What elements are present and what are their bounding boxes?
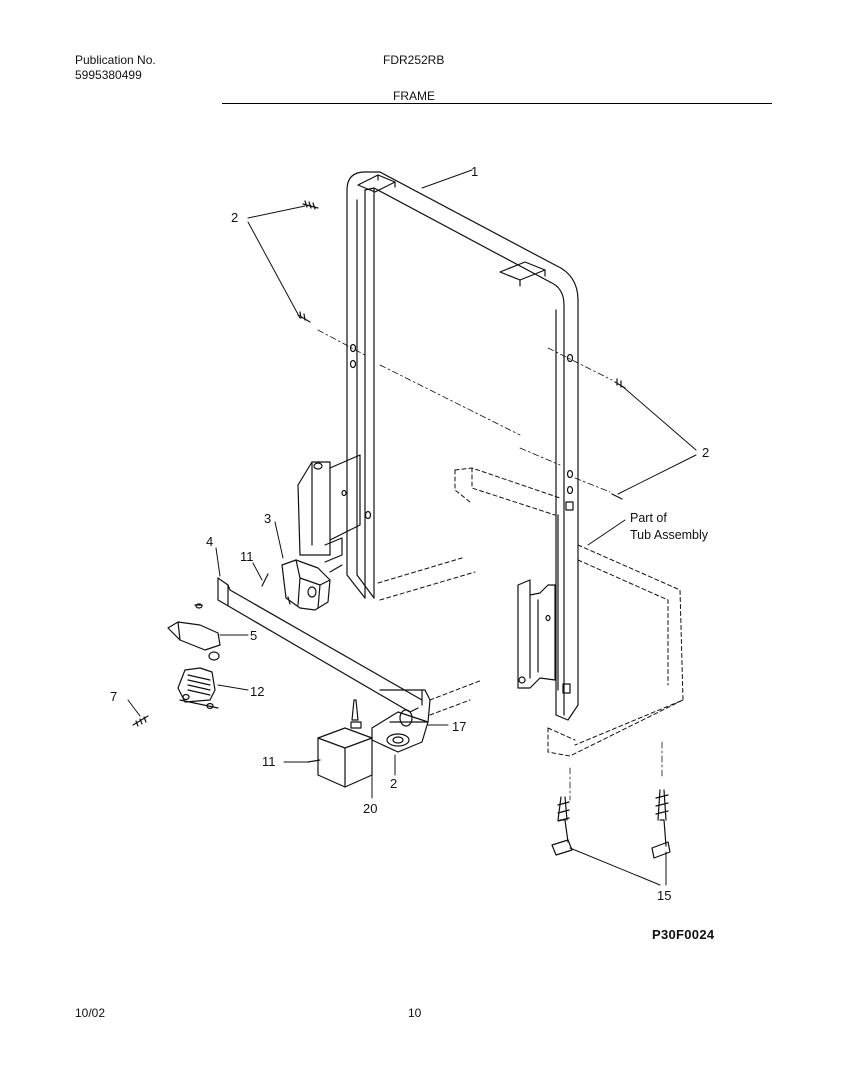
leader-lines [127, 169, 697, 886]
callout-15: 15 [657, 888, 671, 903]
callout-11: 11 [240, 549, 254, 564]
header-divider [222, 103, 772, 104]
callout-12: 12 [250, 684, 264, 699]
tub-note-line-2: Tub Assembly [630, 528, 709, 542]
callout-1: 1 [471, 164, 478, 179]
part-3-switch [281, 537, 343, 611]
callout-11-lower: 11 [262, 754, 276, 769]
publication-label: Publication No. [75, 53, 156, 67]
diagram-id: P30F0024 [652, 927, 715, 942]
callouts: 1 2 2 3 4 11 5 7 12 11 2 17 20 15 Part o… [110, 164, 709, 903]
callout-2-right: 2 [702, 445, 709, 460]
tub-note-line-1: Part of [630, 511, 667, 525]
part-20-box [317, 727, 373, 788]
callout-20: 20 [363, 801, 377, 816]
part-20-screw [350, 699, 362, 729]
callout-3: 3 [264, 511, 271, 526]
screws [132, 200, 626, 763]
tub-assembly-outline [377, 467, 684, 757]
part-5-clip [167, 603, 221, 661]
right-mounting-bracket [517, 579, 556, 689]
callout-17: 17 [452, 719, 466, 734]
callout-7: 7 [110, 689, 117, 704]
part-4-rail [217, 577, 431, 727]
left-mounting-bracket [297, 454, 361, 556]
section-title: FRAME [393, 89, 435, 103]
callout-4: 4 [206, 534, 213, 549]
part-15-legs [551, 789, 671, 859]
frame-part-1 [346, 171, 579, 721]
alignment-lines [317, 329, 663, 801]
callout-2-lower: 2 [390, 776, 397, 791]
model-number: FDR252RB [383, 53, 445, 67]
publication-number: 5995380499 [75, 68, 142, 82]
callout-5: 5 [250, 628, 257, 643]
footer-date: 10/02 [75, 1006, 106, 1020]
part-12-coil [177, 667, 219, 710]
callout-2: 2 [231, 210, 238, 225]
page-number: 10 [408, 1006, 422, 1020]
